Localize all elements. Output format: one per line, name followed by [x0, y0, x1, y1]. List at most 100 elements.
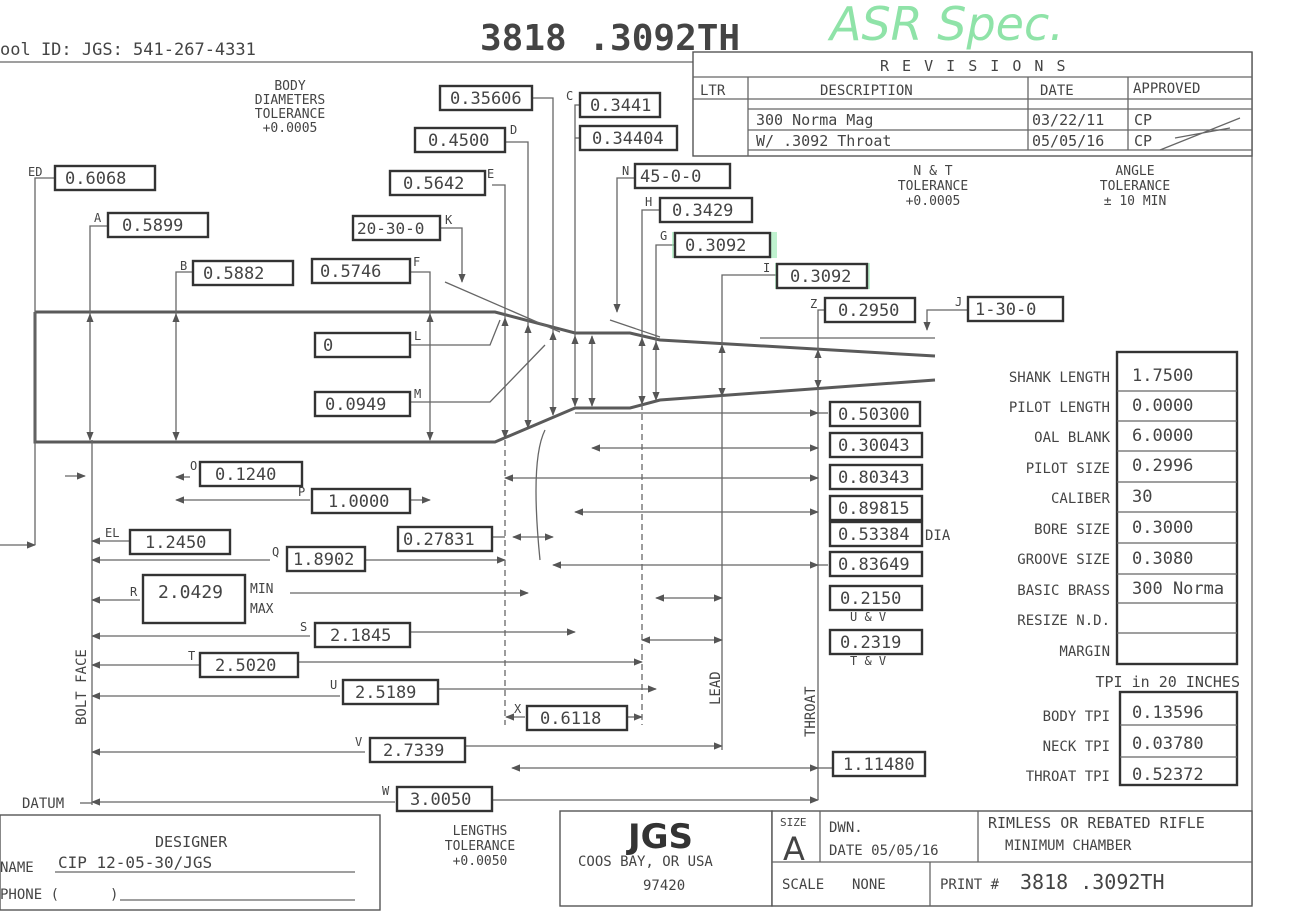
- dim-A: A 0.5899: [94, 211, 210, 239]
- value-111480: 1.11480: [843, 755, 915, 775]
- length-dimension-lines: [0, 388, 833, 806]
- svg-text:TOLERANCE: TOLERANCE: [445, 839, 515, 854]
- spec-value-oal-blank: 6.0000: [1132, 426, 1193, 446]
- svg-text:F: F: [413, 255, 420, 269]
- rev-col-ltr: LTR: [700, 83, 726, 99]
- handwritten-note: ASR Spec.: [827, 0, 1064, 51]
- company-city: COOS BAY, OR USA: [578, 854, 713, 870]
- company-logo: JGS: [626, 817, 693, 857]
- spec-label-bore-size: BORE SIZE: [1034, 522, 1110, 538]
- date-label: DATE 05/05/16: [829, 843, 939, 859]
- tpi-label-throat: THROAT TPI: [1026, 769, 1110, 785]
- svg-text:2.1845: 2.1845: [330, 626, 391, 646]
- phone-label: PHONE (: [0, 887, 59, 903]
- svg-text:H: H: [645, 195, 652, 209]
- spec-value-basic-brass: 300 Norma: [1132, 579, 1224, 599]
- svg-text:ED: ED: [28, 165, 42, 179]
- dim-B: B 0.5882: [180, 259, 295, 287]
- spec-label-pilot-length: PILOT LENGTH: [1009, 400, 1110, 416]
- svg-text:X: X: [514, 702, 522, 716]
- svg-text:ANGLE: ANGLE: [1115, 164, 1154, 179]
- value-2150: 0.2150: [840, 589, 901, 609]
- dwn-label: DWN.: [829, 820, 863, 836]
- rev-col-description: DESCRIPTION: [820, 83, 913, 99]
- svg-text:I: I: [763, 261, 770, 275]
- value-80343: 0.80343: [838, 468, 910, 488]
- svg-text:TOLERANCE: TOLERANCE: [1100, 179, 1170, 194]
- dim-P: P 1.0000: [298, 485, 412, 515]
- svg-text:1.2450: 1.2450: [145, 533, 206, 553]
- approval-signature: [1159, 117, 1241, 151]
- diameter-arrows: [86, 313, 822, 441]
- rev-row-1-date: 03/22/11: [1032, 111, 1104, 129]
- body-tolerance-note: BODY DIAMETERS TOLERANCE +0.0005: [255, 79, 325, 136]
- svg-text:1.8902: 1.8902: [293, 550, 354, 570]
- datum-label: DATUM: [22, 796, 64, 812]
- dim-R: R 2.0429 MIN MAX: [130, 573, 274, 625]
- rev-row-2-date: 05/05/16: [1032, 132, 1104, 150]
- svg-text:2.0429: 2.0429: [158, 582, 223, 603]
- svg-text:B: B: [180, 259, 187, 273]
- dim-M: 0.0949 M: [313, 387, 421, 418]
- rev-row-2-description: W/ .3092 Throat: [756, 132, 891, 150]
- spec-label-resize-nd: RESIZE N.D.: [1017, 613, 1110, 629]
- desc-line-1: RIMLESS OR REBATED RIFLE: [988, 814, 1205, 832]
- svg-text:N: N: [622, 164, 629, 178]
- spec-table: SHANK LENGTH 1.7500 PILOT LENGTH 0.0000 …: [1009, 350, 1239, 666]
- chamber-profile: [33, 281, 936, 561]
- value-89815: 0.89815: [838, 499, 910, 519]
- svg-text:Q: Q: [272, 545, 279, 559]
- scale-label: SCALE: [782, 877, 824, 893]
- value-50300: 0.50300: [838, 405, 910, 425]
- dim-C: C 0.3441: [566, 89, 662, 119]
- spec-value-shank-length: 1.7500: [1132, 366, 1193, 386]
- dim-L: 0 L: [313, 329, 421, 359]
- svg-text:0.5899: 0.5899: [122, 216, 183, 236]
- svg-text:TOLERANCE: TOLERANCE: [898, 179, 968, 194]
- svg-text:J: J: [955, 295, 962, 309]
- svg-text:+0.0005: +0.0005: [906, 194, 961, 209]
- svg-text:D: D: [510, 123, 517, 137]
- svg-text:LENGTHS: LENGTHS: [453, 824, 508, 839]
- dim-Q2: 0.27831: [396, 525, 494, 553]
- svg-text:W: W: [382, 784, 390, 798]
- right-value-column: 0.50300 0.30043 0.80343 0.89815 0.53384 …: [828, 400, 951, 778]
- tv-label: T & V: [850, 654, 886, 668]
- spec-label-pilot-size: PILOT SIZE: [1026, 461, 1110, 477]
- dim-U: U 2.5189: [330, 678, 440, 706]
- svg-text:R: R: [130, 585, 138, 599]
- rev-col-approved: APPROVED: [1133, 81, 1200, 97]
- svg-text:+0.0005: +0.0005: [263, 121, 318, 136]
- uv-label: U & V: [850, 610, 886, 624]
- svg-text:0.27831: 0.27831: [403, 530, 475, 550]
- dim-Z: Z 0.2950: [810, 296, 917, 324]
- dim-K: 20-30-0 K: [351, 213, 453, 242]
- spec-value-pilot-size: 0.2996: [1132, 456, 1193, 476]
- svg-text:45-0-0: 45-0-0: [640, 167, 701, 187]
- print-value: 3818 .3092TH: [1020, 870, 1165, 894]
- dim-V: V 2.7339: [355, 735, 467, 764]
- spec-label-oal-blank: OAL BLANK: [1034, 430, 1110, 446]
- dim-S: S 2.1845: [300, 620, 412, 649]
- rev-row-1-description: 300 Norma Mag: [756, 111, 873, 129]
- phone-paren: ): [110, 887, 118, 903]
- size-label: SIZE: [780, 816, 807, 829]
- svg-text:0.6118: 0.6118: [540, 709, 601, 729]
- svg-text:2.5189: 2.5189: [355, 683, 416, 703]
- svg-text:0.0949: 0.0949: [325, 395, 386, 415]
- dim-T: T 2.5020: [188, 649, 300, 679]
- svg-text:BODY: BODY: [274, 79, 305, 94]
- svg-text:20-30-0: 20-30-0: [357, 219, 424, 238]
- svg-text:TOLERANCE: TOLERANCE: [255, 107, 325, 122]
- spec-label-groove-size: GROOVE SIZE: [1017, 552, 1110, 568]
- dia-label: DIA: [925, 528, 951, 544]
- spec-label-shank-length: SHANK LENGTH: [1009, 370, 1110, 386]
- svg-text:S: S: [300, 620, 307, 634]
- spec-label-basic-brass: BASIC BRASS: [1017, 583, 1110, 599]
- tpi-table: TPI in 20 INCHES BODY TPI 0.13596 NECK T…: [1026, 673, 1240, 787]
- spec-label-caliber: CALIBER: [1051, 491, 1111, 507]
- svg-text:0.3429: 0.3429: [672, 201, 733, 221]
- dim-O: O 0.1240: [190, 459, 304, 488]
